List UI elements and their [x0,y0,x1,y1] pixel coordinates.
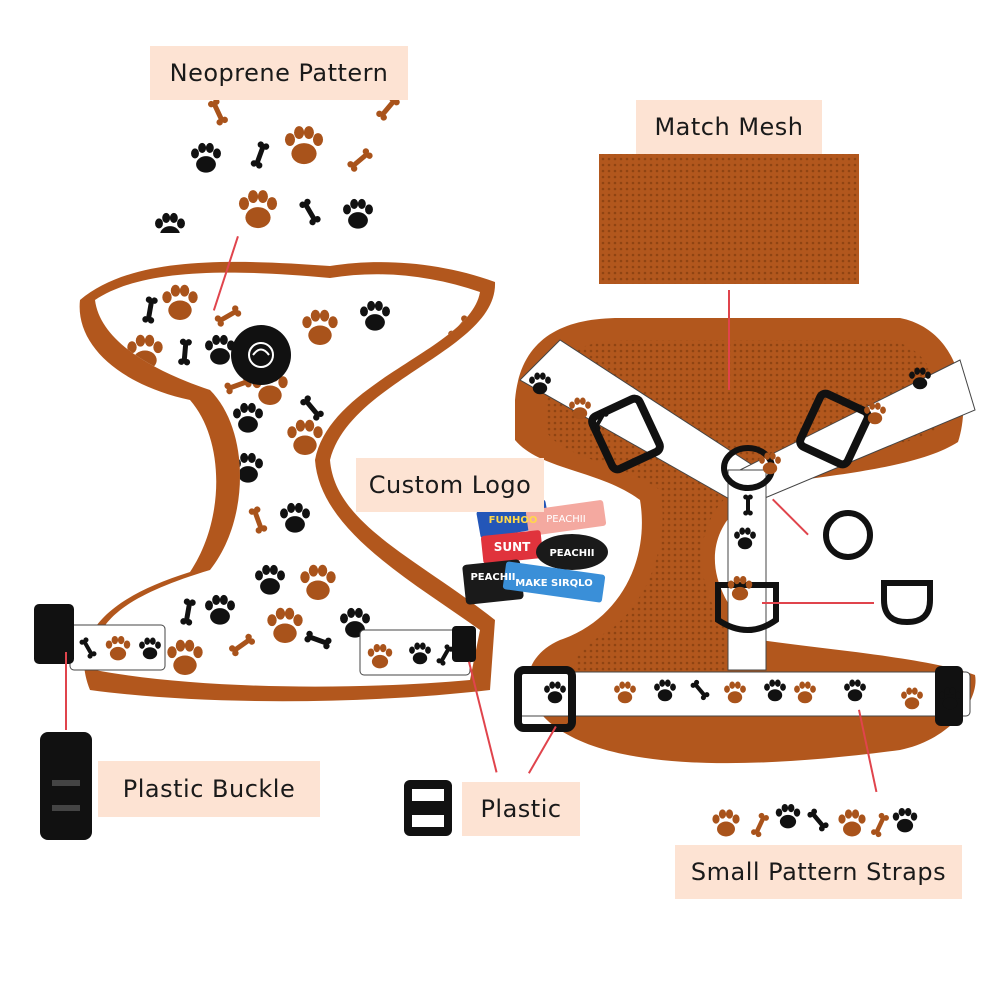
label-neoprene-pattern: Neoprene Pattern [150,46,408,100]
label-plastic: Plastic [462,782,580,836]
back-harness [514,318,976,764]
label-plastic-buckle: Plastic Buckle [98,761,320,817]
logo-tag-text: MAKE SIRQLO [515,578,592,589]
leader-line-d-ring [762,602,874,604]
logo-tag-text: SUNT [494,540,531,554]
plastic-buckle-icon [40,732,92,840]
mesh-swatch [599,154,859,284]
logo-tag-text: PEACHII [546,514,585,525]
d-ring [715,582,779,633]
logo-tag-text: PEACHII [549,548,594,559]
label-small-pattern-straps: Small Pattern Straps [675,845,962,899]
strap-swatch [707,798,927,848]
slider-buckle [588,394,664,474]
brand-logo-badge [231,325,291,385]
logo-tags: FUNHOO PEACHII SUNT PEACHII PEACHII MAKE… [462,499,608,605]
front-harness [34,261,496,702]
label-custom-logo: Custom Logo [356,458,544,512]
plastic-slider-icon [404,780,452,836]
neoprene-pattern-swatch [150,100,408,233]
leader-line-buckle [65,652,67,730]
strap-end [935,666,963,726]
logo-tag-text: FUNHOO [489,515,538,526]
logo-tag-text: PEACHII [470,572,515,583]
leader-line-mesh [728,290,730,390]
slider-buckle [514,666,576,732]
harness-body [94,272,481,687]
slider-buckle [796,389,872,469]
d-ring-icon [881,580,933,626]
label-match-mesh: Match Mesh [636,100,822,154]
strap-right-end [452,626,476,662]
buckle-side [34,604,74,664]
o-ring-icon [823,510,873,560]
